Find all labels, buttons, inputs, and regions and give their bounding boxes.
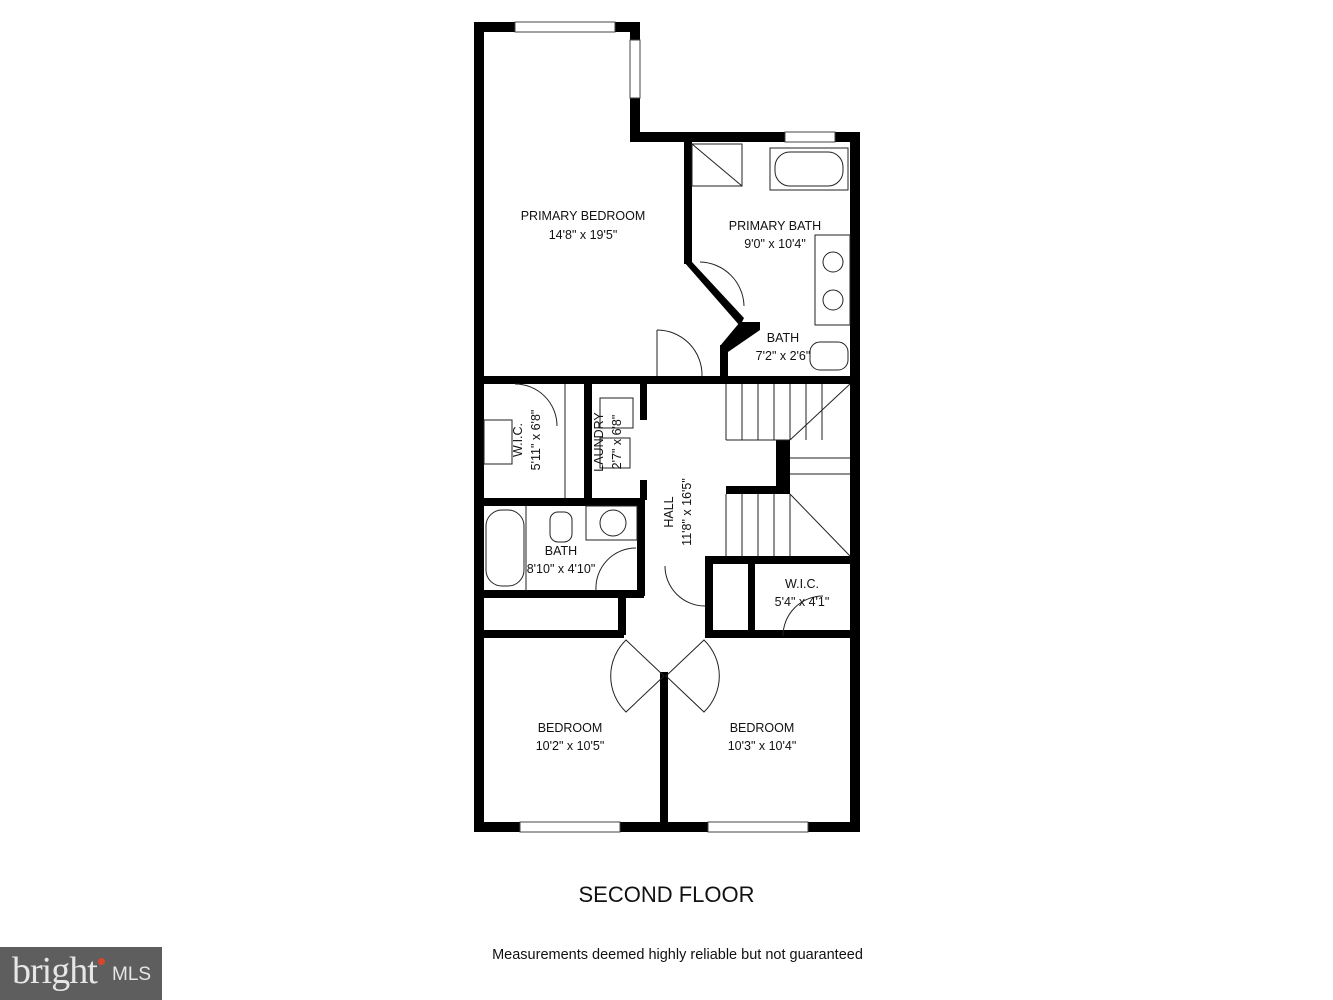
room-name: BEDROOM [730, 721, 795, 735]
room-name: BEDROOM [538, 721, 603, 735]
room-size: 8'10" x 4'10" [527, 562, 596, 576]
fixtures [483, 21, 851, 833]
room-size: 5'4" x 4'1" [775, 595, 830, 609]
room-size: 5'11" x 6'8" [529, 410, 543, 471]
floor-title: SECOND FLOOR [578, 882, 755, 907]
windows [514, 21, 836, 833]
room-name: PRIMARY BEDROOM [521, 209, 646, 223]
room-size: 11'8" x 16'5" [680, 478, 694, 546]
room-name: LAUNDRY [592, 412, 606, 472]
room-size: 2'7" x 6'8" [610, 415, 624, 470]
walls [474, 22, 860, 832]
room-size: 9'0" x 10'4" [744, 237, 806, 251]
room-size: 10'3" x 10'4" [728, 739, 797, 753]
room-labels: PRIMARY BEDROOM 14'8" x 19'5" PRIMARY BA… [511, 209, 829, 753]
room-size: 10'2" x 10'5" [536, 739, 605, 753]
disclaimer: Measurements deemed highly reliable but … [492, 947, 863, 963]
room-name: BATH [545, 544, 577, 558]
room-name: HALL [662, 496, 676, 527]
stairs [725, 383, 851, 557]
room-name: BATH [767, 331, 799, 345]
room-size: 14'8" x 19'5" [549, 228, 618, 242]
room-size: 7'2" x 2'6" [756, 349, 811, 363]
room-name: PRIMARY BATH [729, 219, 821, 233]
room-name: W.I.C. [785, 577, 819, 591]
room-name: W.I.C. [511, 423, 525, 457]
